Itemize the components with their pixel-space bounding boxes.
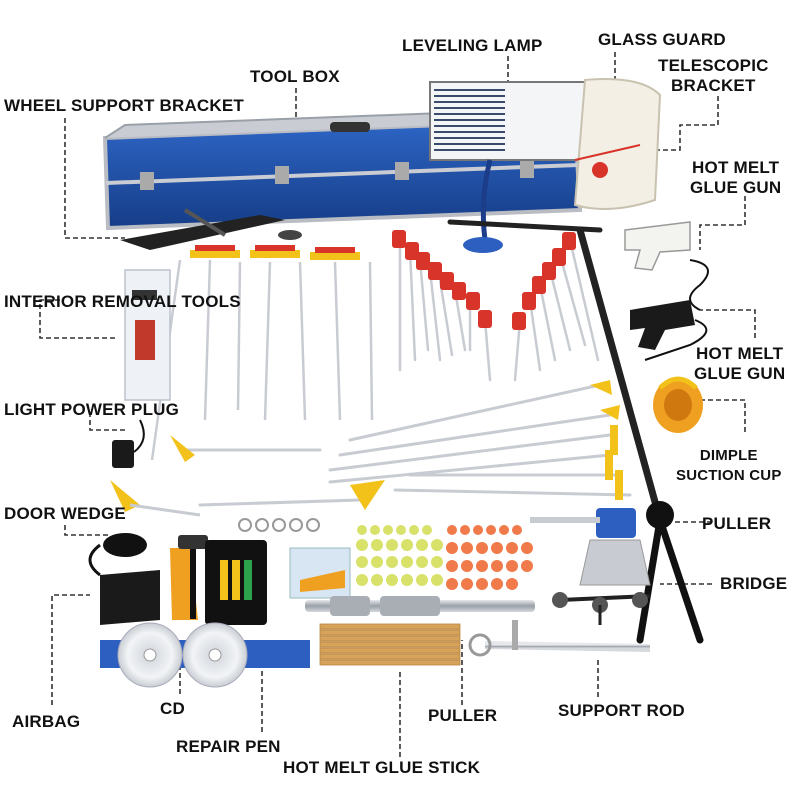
label-door-wedge: DOOR WEDGE [4, 504, 126, 523]
support-rod [468, 620, 651, 657]
label-dimple-suction-cup: DIMPLE SUCTION CUP [676, 446, 782, 486]
label-hot-melt-glue-gun-mid: HOT MELT GLUE GUN [694, 344, 785, 384]
telescopic-bracket [447, 219, 704, 644]
hot-melt-glue-gun-mid [630, 300, 708, 361]
label-telescopic-bracket-line1: TELESCOPIC [658, 56, 769, 75]
label-dimple-suction-cup-line2: SUCTION CUP [676, 467, 782, 484]
repair-pen-kit [205, 518, 320, 625]
leveling-lamp [429, 81, 586, 253]
label-interior-removal-tools: INTERIOR REMOVAL TOOLS [4, 292, 241, 311]
label-hot-melt-glue-gun-top-line1: HOT MELT [692, 158, 780, 177]
label-puller-right: PULLER [702, 514, 772, 533]
t-handle-rods [150, 245, 374, 461]
label-leveling-lamp: LEVELING LAMP [402, 36, 543, 55]
red-hook-rods [392, 230, 600, 382]
light-power-plug [112, 419, 145, 468]
label-hot-melt-glue-gun-top: HOT MELT GLUE GUN [690, 158, 781, 198]
glue-tabs [356, 525, 533, 590]
interior-removal-tools [124, 269, 171, 401]
door-wedge [110, 480, 201, 517]
label-repair-pen: REPAIR PEN [176, 737, 281, 756]
label-puller-bottom: PULLER [428, 706, 498, 725]
label-hot-melt-glue-gun-mid-line2: GLUE GUN [694, 364, 786, 383]
hot-melt-glue-gun-top [624, 221, 709, 311]
dent-puller [530, 508, 651, 586]
glue-scraper [289, 547, 351, 599]
label-light-power-plug: LIGHT POWER PLUG [4, 400, 180, 419]
whale-tail-rods [170, 380, 632, 510]
label-hot-melt-glue-gun-top-line2: GLUE GUN [690, 178, 782, 197]
label-tool-box: TOOL BOX [250, 67, 340, 86]
label-dimple-suction-cup-line1: DIMPLE [699, 447, 758, 464]
dimple-suction-cup [653, 376, 703, 433]
glass-guard [573, 78, 662, 210]
wheel-support-bracket [120, 208, 302, 250]
label-telescopic-bracket: TELESCOPIC BRACKET [658, 56, 769, 96]
label-bridge: BRIDGE [720, 574, 788, 593]
label-telescopic-bracket-line2: BRACKET [671, 76, 756, 95]
hot-melt-glue-sticks [319, 623, 461, 666]
label-support-rod: SUPPORT ROD [558, 701, 685, 720]
label-cd: CD [160, 699, 185, 718]
label-wheel-support-bracket: WHEEL SUPPORT BRACKET [4, 96, 245, 115]
label-glass-guard: GLASS GUARD [598, 30, 726, 49]
slide-hammer-puller [305, 596, 535, 616]
label-hot-melt-glue-gun-mid-line1: HOT MELT [696, 344, 784, 363]
bridge-puller [552, 592, 651, 625]
label-hot-melt-glue-stick: HOT MELT GLUE STICK [283, 758, 481, 777]
cd-discs [100, 622, 310, 688]
airbag [88, 533, 160, 625]
label-airbag: AIRBAG [12, 712, 81, 731]
tap-hammer [178, 535, 208, 619]
